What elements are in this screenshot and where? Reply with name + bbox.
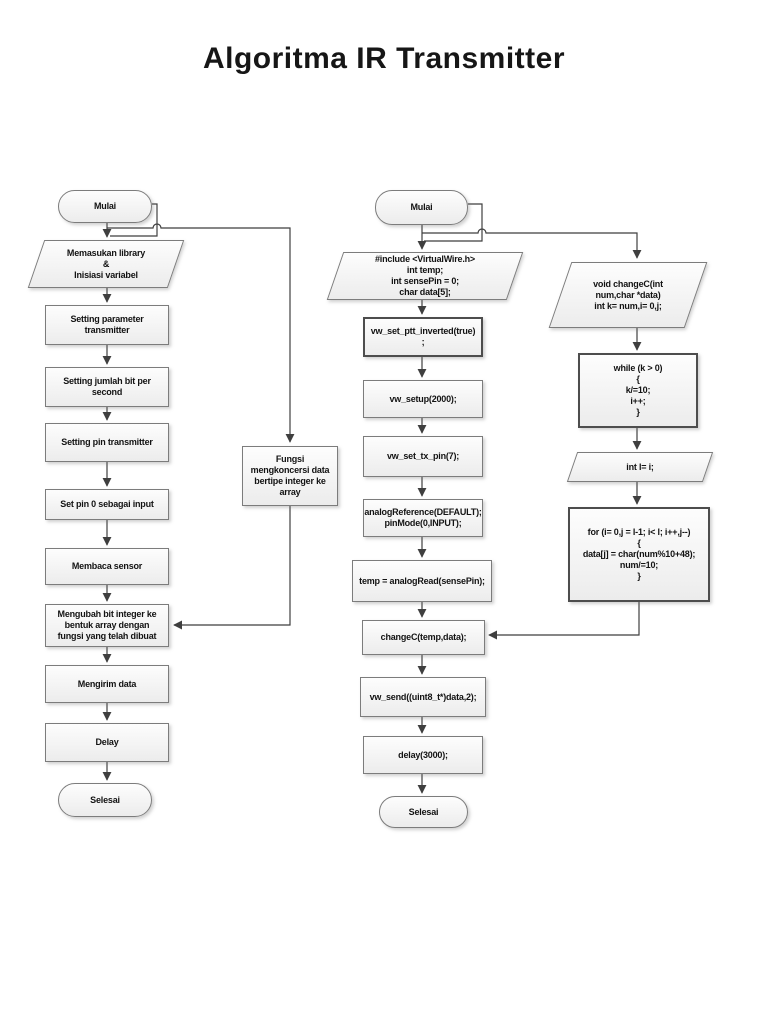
flow-process-vw-setup: vw_setup(2000);	[363, 380, 483, 418]
flow-process-setting-jumlah-bit: Setting jumlah bit per second	[45, 367, 169, 407]
flow-process-setting-parameter: Setting parameter transmitter	[45, 305, 169, 345]
flow-end-left: Selesai	[58, 783, 152, 817]
flow-process-changec-call: changeC(temp,data);	[362, 620, 485, 655]
flow-process-fungsi-konversi: Fungsi mengkoncersi data bertipe integer…	[242, 446, 338, 506]
flow-process-while-loop: while (k > 0) { k/=10; i++; }	[578, 353, 698, 428]
flow-process-analog-reference: analogReference(DEFAULT); pinMode(0,INPU…	[363, 499, 483, 537]
flow-process-analog-read: temp = analogRead(sensePin);	[352, 560, 492, 602]
connector-for-to-changec	[488, 602, 640, 640]
flow-start-left: Mulai	[58, 190, 152, 223]
flow-io-include-virtualwire: #include <VirtualWire.h> int temp; int s…	[326, 252, 524, 300]
flow-io-inisiasi-variabel: Memasukan library & Inisiasi variabel	[27, 240, 185, 288]
flow-process-mengirim-data: Mengirim data	[45, 665, 169, 703]
flow-process-mengubah-bit: Mengubah bit integer ke bentuk array den…	[45, 604, 169, 647]
flow-io-int-l: int l= i;	[566, 452, 714, 482]
flow-start-middle: Mulai	[375, 190, 468, 225]
flow-process-setting-pin: Setting pin transmitter	[45, 423, 169, 462]
flow-process-set-pin-input: Set pin 0 sebagai input	[45, 489, 169, 520]
flow-process-for-loop: for (i= 0,j = l-1; i< l; i++,j--) { data…	[568, 507, 710, 602]
flow-process-delay-3000: delay(3000);	[363, 736, 483, 774]
flow-process-membaca-sensor: Membaca sensor	[45, 548, 169, 585]
flow-process-vw-send: vw_send((uint8_t*)data,2);	[360, 677, 486, 717]
flow-end-middle: Selesai	[379, 796, 468, 828]
flow-process-vw-set-ptt: vw_set_ptt_inverted(true) ;	[363, 317, 483, 357]
flow-process-delay: Delay	[45, 723, 169, 762]
flow-io-void-changec: void changeC(int num,char *data) int k= …	[548, 262, 708, 328]
page-title: Algoritma IR Transmitter	[202, 42, 566, 75]
connector-func-to-mengubah	[173, 506, 291, 630]
flow-process-vw-set-tx-pin: vw_set_tx_pin(7);	[363, 436, 483, 477]
